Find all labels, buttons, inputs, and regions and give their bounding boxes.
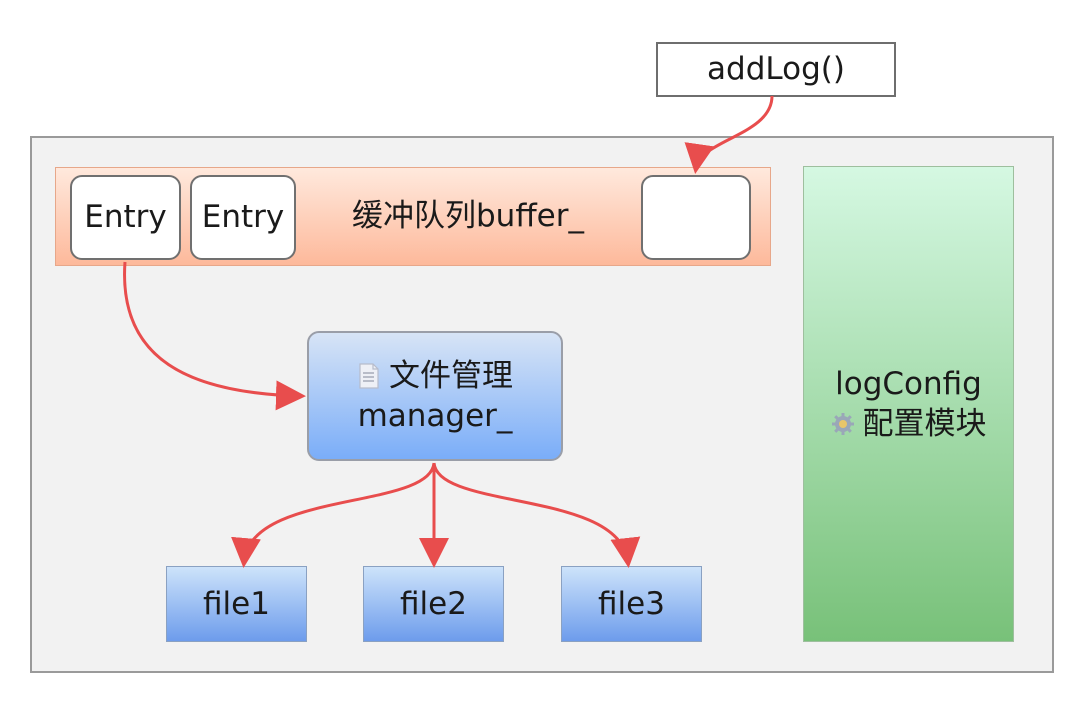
buffer-label: 缓冲队列buffer_ — [352, 198, 585, 234]
config-title: 配置模块 — [862, 406, 987, 442]
document-icon — [359, 363, 379, 389]
config-name: logConfig — [835, 365, 982, 402]
entry-label: Entry — [201, 199, 285, 236]
file-label: file2 — [400, 585, 467, 622]
file-node: file1 — [166, 566, 307, 642]
manager-title: 文件管理 — [389, 357, 513, 394]
manager-name: manager_ — [357, 398, 513, 434]
file-manager: 文件管理 manager_ — [307, 331, 563, 461]
buffer-entry: Entry — [70, 175, 181, 260]
buffer-entry: Entry — [190, 175, 296, 260]
buffer-empty-slot — [641, 175, 751, 260]
file-node: file2 — [363, 566, 504, 642]
log-config-module: logConfig 配置模块 — [803, 166, 1014, 642]
add-log-box: addLog() — [656, 42, 896, 97]
file-label: file1 — [203, 585, 270, 622]
file-label: file3 — [598, 585, 665, 622]
entry-label: Entry — [84, 199, 167, 236]
gear-icon — [831, 413, 854, 436]
add-log-label: addLog() — [707, 51, 845, 88]
file-node: file3 — [561, 566, 702, 642]
